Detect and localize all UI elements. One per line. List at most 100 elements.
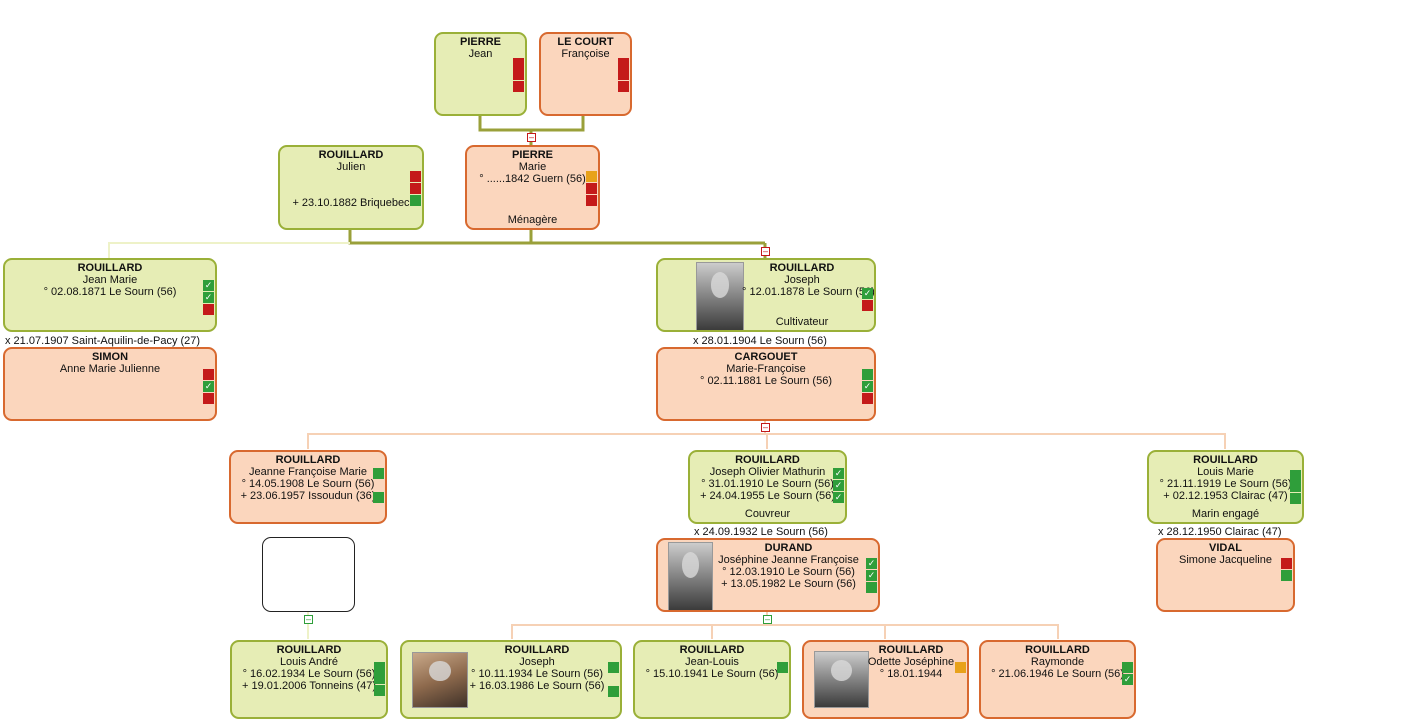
person-card-rouillard-odette[interactable]: ROUILLARD Odette Joséphine ° 18.01.1944 <box>802 640 969 719</box>
union-label: x 21.07.1907 Saint-Aquilin-de-Pacy (27) <box>5 335 201 347</box>
status-flag-check-icon: ✓ <box>833 492 844 503</box>
status-flags: ✓ <box>203 369 214 405</box>
person-surname: ROUILLARD <box>1193 454 1258 466</box>
person-event-line: + 16.03.1986 Le Sourn (56) <box>469 680 605 692</box>
status-flag-green <box>1290 470 1301 492</box>
person-given-name: Louis Marie <box>1197 466 1254 478</box>
person-text: ROUILLARD Joseph ° 12.01.1878 Le Sourn (… <box>742 260 875 298</box>
status-flags <box>608 662 619 698</box>
person-card-rouillard-joseph-om[interactable]: ROUILLARD Joseph Olivier Mathurin ° 31.0… <box>688 450 847 524</box>
collapse-toggle-icon[interactable]: – <box>763 614 772 624</box>
person-card-lecourt-francoise[interactable]: LE COURT Françoise <box>539 32 632 116</box>
person-card-rouillard-raymonde[interactable]: ROUILLARD Raymonde ° 21.06.1946 Le Sourn… <box>979 640 1136 719</box>
person-photo <box>668 542 713 610</box>
status-flags: ✓ ✓ <box>203 280 214 316</box>
status-flags <box>1290 470 1301 505</box>
collapse-toggle-icon[interactable]: – <box>304 614 313 624</box>
status-flags <box>586 171 597 207</box>
person-given-name: Marie-Françoise <box>726 363 806 375</box>
person-card-rouillard-joseph-1934[interactable]: ROUILLARD Joseph ° 10.11.1934 Le Sourn (… <box>400 640 622 719</box>
person-event-line: + 23.06.1957 Issoudun (36) <box>240 490 376 502</box>
person-surname: ROUILLARD <box>276 644 342 656</box>
person-event-line: ° 31.01.1910 Le Sourn (56) <box>701 478 834 490</box>
person-occupation: Couvreur <box>744 508 791 520</box>
status-flag-green <box>777 662 788 673</box>
photo-face <box>429 660 451 682</box>
status-flag-green <box>373 468 384 479</box>
person-card-durand-josephine[interactable]: DURAND Joséphine Jeanne Françoise ° 12.0… <box>656 538 880 612</box>
status-flags <box>1281 558 1292 582</box>
status-flag-red <box>586 195 597 206</box>
person-surname: SIMON <box>91 351 129 363</box>
person-card-rouillard-jean-louis[interactable]: ROUILLARD Jean-Louis ° 15.10.1941 Le Sou… <box>633 640 791 719</box>
status-flag-check-icon: ✓ <box>203 280 214 291</box>
status-flags <box>374 662 385 697</box>
status-flags: ✓ <box>1122 662 1133 686</box>
person-photo <box>696 262 744 330</box>
person-surname: ROUILLARD <box>275 454 341 466</box>
collapse-toggle-icon[interactable]: – <box>761 246 770 256</box>
person-given-name: Jean-Louis <box>685 656 739 668</box>
person-event-line: ° 02.11.1881 Le Sourn (56) <box>699 375 832 387</box>
status-flag-check-icon: ✓ <box>862 381 873 392</box>
person-card-rouillard-julien[interactable]: ROUILLARD Julien + 23.10.1882 Briquebec <box>278 145 424 230</box>
union-label: x 28.12.1950 Clairac (47) <box>1158 526 1282 538</box>
person-surname: ROUILLARD <box>1025 644 1090 656</box>
status-flag-check-icon: ✓ <box>866 570 877 581</box>
status-flag-empty <box>608 674 619 685</box>
person-surname: ROUILLARD <box>504 644 570 656</box>
person-photo <box>412 652 468 708</box>
status-flag-red <box>410 183 421 194</box>
collapse-toggle-icon[interactable]: – <box>761 422 770 432</box>
person-surname: PIERRE <box>460 36 501 48</box>
person-card-rouillard-joseph-1878[interactable]: ROUILLARD Joseph ° 12.01.1878 Le Sourn (… <box>656 258 876 332</box>
person-surname: ROUILLARD <box>679 644 745 656</box>
person-card-rouillard-jean-marie[interactable]: ROUILLARD Jean Marie ° 02.08.1871 Le Sou… <box>3 258 217 332</box>
photo-face <box>710 272 730 298</box>
person-event-line: ° 02.08.1871 Le Sourn (56) <box>43 286 177 298</box>
person-given-name: Marie <box>518 161 547 173</box>
person-card-rouillard-louis-andre[interactable]: ROUILLARD Louis André ° 16.02.1934 Le So… <box>230 640 388 719</box>
union-label: x 28.01.1904 Le Sourn (56) <box>693 335 827 347</box>
person-surname: PIERRE <box>512 149 553 161</box>
status-flag-check-icon: ✓ <box>866 558 877 569</box>
status-flag-check-icon: ✓ <box>833 480 844 491</box>
person-text: DURAND Joséphine Jeanne Françoise ° 12.0… <box>711 540 866 590</box>
person-card-pierre-marie[interactable]: PIERRE Marie ° ......1842 Guern (56) Mén… <box>465 145 600 230</box>
person-given-name: Jean <box>468 48 493 60</box>
status-flag-green <box>866 582 877 593</box>
person-event-line: ° 18.01.1944 <box>879 668 943 680</box>
photo-face <box>681 552 700 578</box>
person-given-name: Simone Jacqueline <box>1179 554 1272 566</box>
person-card-vidal-simone[interactable]: VIDAL Simone Jacqueline <box>1156 538 1295 612</box>
person-occupation: Marin engagé <box>1191 508 1260 520</box>
status-flag-green <box>1290 493 1301 504</box>
person-surname: VIDAL <box>1209 542 1242 554</box>
person-card-cargouet-mf[interactable]: CARGOUET Marie-Françoise ° 02.11.1881 Le… <box>656 347 876 421</box>
status-flag-red <box>618 81 629 92</box>
status-flag-orange <box>955 662 966 673</box>
person-given-name: Jeanne Françoise Marie <box>248 466 367 478</box>
status-flags: ✓ <box>862 369 873 405</box>
status-flag-red <box>410 171 421 182</box>
person-given-name: Joseph <box>519 656 555 668</box>
collapse-toggle-icon[interactable]: – <box>527 132 536 142</box>
person-surname: LE COURT <box>557 36 614 48</box>
person-event-line: + 02.12.1953 Clairac (47) <box>1163 490 1288 502</box>
person-card-rouillard-louis-marie[interactable]: ROUILLARD Louis Marie ° 21.11.1919 Le So… <box>1147 450 1304 524</box>
person-surname: ROUILLARD <box>878 644 944 656</box>
status-flag-red <box>862 393 873 404</box>
status-flags: ✓ ✓ ✓ <box>833 468 844 504</box>
link-joseph-om-children <box>511 611 1059 639</box>
person-card-rouillard-jeanne[interactable]: ROUILLARD Jeanne Françoise Marie ° 14.05… <box>229 450 387 524</box>
status-flag-red <box>203 304 214 315</box>
person-card-simon-anne[interactable]: SIMON Anne Marie Julienne ✓ <box>3 347 217 421</box>
person-surname: CARGOUET <box>734 351 798 363</box>
person-card-pierre-jean[interactable]: PIERRE Jean <box>434 32 527 116</box>
status-flag-green <box>410 195 421 206</box>
person-event-line: ° 12.01.1878 Le Sourn (56) <box>742 286 875 298</box>
person-card-unknown-spouse[interactable] <box>262 537 355 612</box>
status-flag-check-icon: ✓ <box>862 288 873 299</box>
status-flag-green <box>373 492 384 503</box>
person-event-line: ° 12.03.1910 Le Sourn (56) <box>722 566 855 578</box>
